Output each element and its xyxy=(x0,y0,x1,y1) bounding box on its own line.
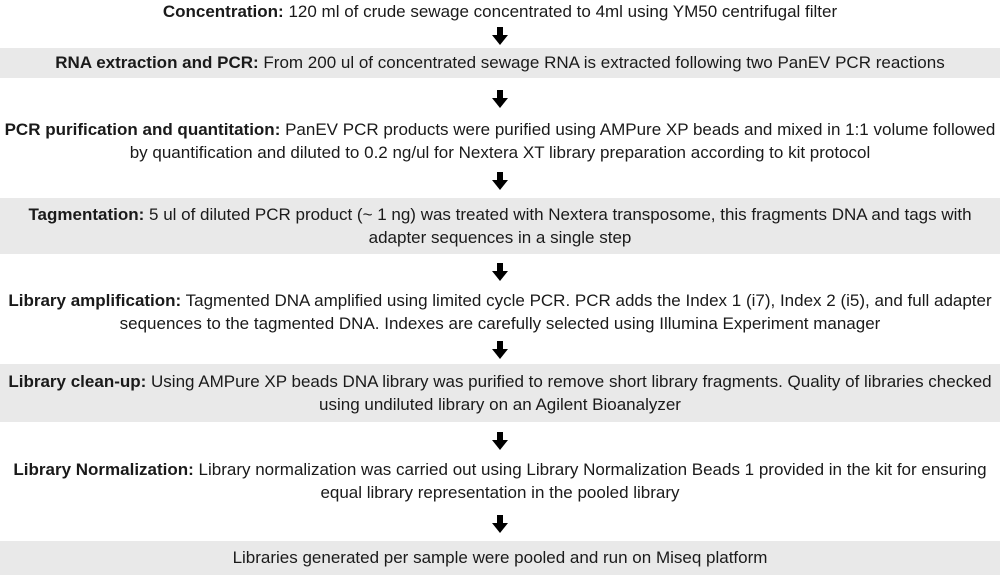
step-text: Tagmented DNA amplified using limited cy… xyxy=(119,291,992,333)
step-title: PCR purification and quantitation: xyxy=(4,120,281,139)
step-text: PanEV PCR products were purified using A… xyxy=(129,120,996,162)
step-library-cleanup: Library clean-up: Using AMPure XP beads … xyxy=(0,364,1000,422)
down-arrow-icon xyxy=(492,432,508,450)
step-text: Libraries generated per sample were pool… xyxy=(232,548,768,567)
step-title: Tagmentation: xyxy=(28,205,145,224)
step-title: RNA extraction and PCR: xyxy=(55,53,259,72)
step-title: Library clean-up: xyxy=(8,372,147,391)
step-tagmentation: Tagmentation: 5 ul of diluted PCR produc… xyxy=(0,198,1000,254)
step-title: Library amplification: xyxy=(8,291,182,310)
step-text: 120 ml of crude sewage concentrated to 4… xyxy=(283,2,838,21)
step-title: Library Normalization: xyxy=(13,460,194,479)
step-concentration: Concentration: 120 ml of crude sewage co… xyxy=(0,0,1000,26)
down-arrow-icon xyxy=(492,263,508,281)
step-pcr-purification: PCR purification and quantitation: PanEV… xyxy=(0,117,1000,165)
down-arrow-icon xyxy=(492,515,508,533)
step-text: Library normalization was carried out us… xyxy=(193,460,987,502)
step-pooling-sequencing: Libraries generated per sample were pool… xyxy=(0,541,1000,575)
step-text: From 200 ul of concentrated sewage RNA i… xyxy=(258,53,945,72)
step-library-amplification: Library amplification: Tagmented DNA amp… xyxy=(0,288,1000,336)
down-arrow-icon xyxy=(492,27,508,45)
down-arrow-icon xyxy=(492,172,508,190)
down-arrow-icon xyxy=(492,341,508,359)
step-rna-extraction: RNA extraction and PCR: From 200 ul of c… xyxy=(0,48,1000,78)
step-text: Using AMPure XP beads DNA library was pu… xyxy=(146,372,992,414)
down-arrow-icon xyxy=(492,90,508,108)
step-library-normalization: Library Normalization: Library normaliza… xyxy=(0,457,1000,505)
step-text: 5 ul of diluted PCR product (~ 1 ng) was… xyxy=(144,205,972,247)
step-title: Concentration: xyxy=(162,2,284,21)
